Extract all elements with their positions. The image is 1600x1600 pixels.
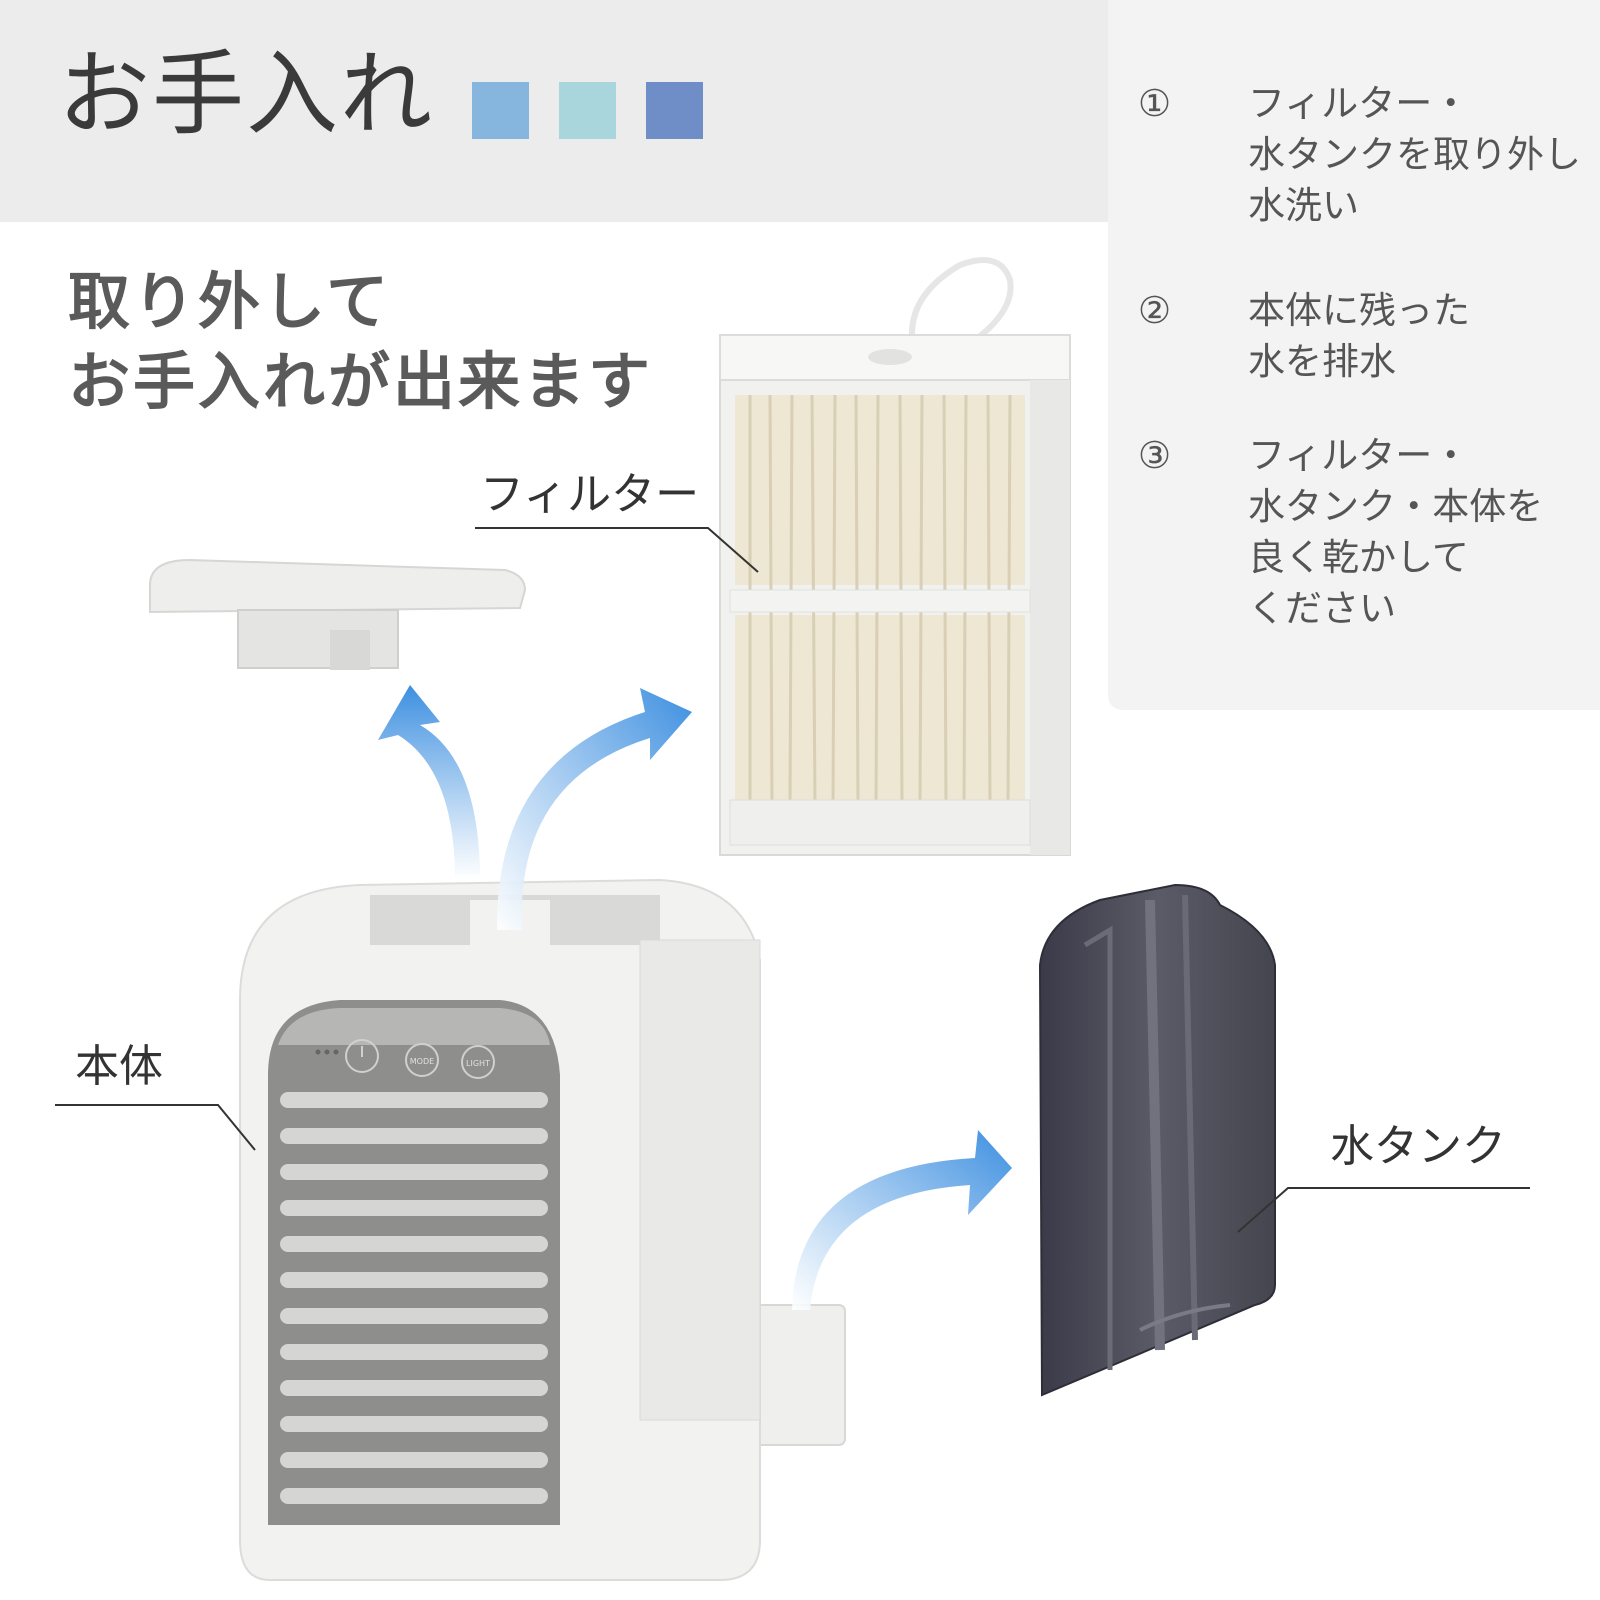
step-2-number: ② bbox=[1138, 289, 1172, 332]
vent-louvers bbox=[280, 1092, 548, 1504]
light-button-icon bbox=[461, 1045, 495, 1079]
arrow-lid-up-icon bbox=[378, 685, 480, 880]
subtitle-line-1: 取り外して bbox=[68, 265, 392, 338]
page-title: お手入れ bbox=[58, 41, 435, 148]
arrow-filter-out-icon bbox=[496, 688, 692, 930]
step-2-text: 本体に残った 水を排水 bbox=[1248, 289, 1470, 383]
power-icon bbox=[345, 1039, 379, 1073]
mode-button-icon bbox=[405, 1043, 439, 1077]
color-swatch-blue bbox=[646, 82, 703, 139]
step-3-text: フィルター・ 水タンク・本体を 良く乾かして ください bbox=[1248, 434, 1544, 630]
step-1-number: ① bbox=[1138, 82, 1172, 125]
main-body-image: MODE LIGHT bbox=[239, 878, 846, 1581]
filter-lid-image bbox=[149, 558, 527, 670]
water-tank-label: 水タンク bbox=[1330, 1121, 1506, 1172]
color-swatch-mint bbox=[559, 82, 616, 139]
light-button-label: LIGHT bbox=[466, 1059, 490, 1068]
body-leader-line bbox=[55, 1104, 256, 1151]
filter-label: フィルター bbox=[480, 469, 700, 520]
filter-leader-line bbox=[475, 527, 759, 573]
tank-leader-line bbox=[1237, 1187, 1530, 1233]
step-3-number: ③ bbox=[1138, 434, 1172, 477]
subtitle: 取り外して お手入れが出来ます bbox=[68, 262, 653, 422]
care-steps-panel: ① フィルター・ 水タンクを取り外し 水洗い ② 本体に残った 水を排水 ③ フ… bbox=[1108, 0, 1600, 710]
filter-image bbox=[719, 257, 1071, 856]
control-buttons: MODE LIGHT bbox=[315, 1039, 495, 1079]
subtitle-line-2: お手入れが出来ます bbox=[68, 345, 654, 418]
header-band: お手入れ bbox=[0, 0, 1108, 222]
mode-button-label: MODE bbox=[410, 1057, 434, 1066]
color-swatch-light-blue bbox=[472, 82, 529, 139]
water-tank-image bbox=[1038, 883, 1276, 1397]
arrow-tank-out-icon bbox=[792, 1130, 1012, 1310]
body-label: 本体 bbox=[75, 1041, 163, 1092]
step-1-text: フィルター・ 水タンクを取り外し 水洗い bbox=[1248, 82, 1581, 227]
